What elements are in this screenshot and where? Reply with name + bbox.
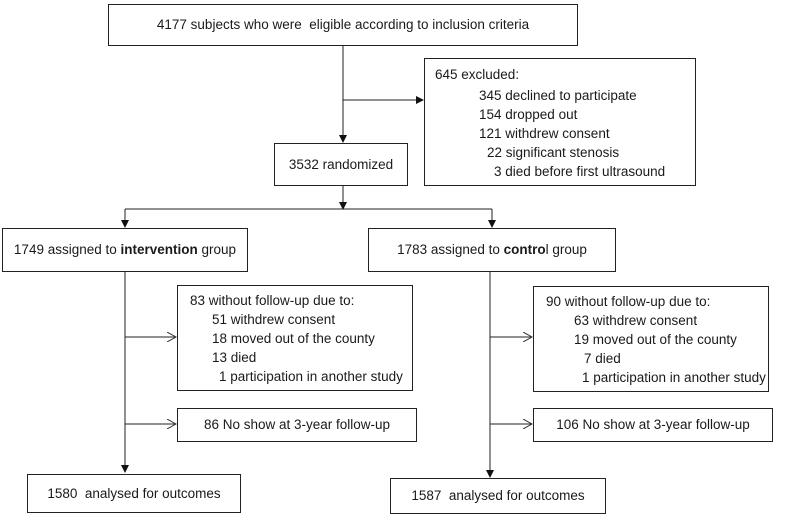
- control-analysed-box: 1587 analysed for outcomes: [390, 478, 606, 514]
- intervention-lost-item: 13 died: [212, 350, 257, 365]
- control-lost-item: 63 withdrew consent: [574, 313, 698, 328]
- randomized-box: 3532 randomized: [274, 143, 408, 186]
- control-assigned-text: 1783 assigned to control group: [397, 241, 587, 259]
- control-assigned-suffix: l group: [545, 242, 587, 257]
- control-lost-item: 7 died: [584, 351, 621, 366]
- intervention-analysed-box: 1580 analysed for outcomes: [27, 474, 241, 513]
- enrolment-box: 4177 subjects who were eligible accordin…: [108, 4, 578, 46]
- intervention-assigned-text: 1749 assigned to intervention group: [14, 241, 236, 259]
- control-noshow-box: 106 No show at 3-year follow-up: [533, 408, 773, 442]
- intervention-assigned-box: 1749 assigned to intervention group: [2, 228, 248, 272]
- excluded-heading: 645 excluded:: [435, 67, 520, 82]
- intervention-analysed-text: 1580 analysed for outcomes: [47, 485, 221, 501]
- control-noshow-text: 106 No show at 3-year follow-up: [556, 417, 750, 432]
- control-lost-heading: 90 without follow-up due to:: [546, 294, 711, 309]
- control-assigned-prefix: 1783 assigned to: [397, 242, 504, 257]
- intervention-lost-heading: 83 without follow-up due to:: [190, 293, 355, 308]
- excluded-item: 22 significant stenosis: [487, 145, 620, 160]
- control-assigned-box: 1783 assigned to control group: [368, 228, 616, 272]
- excluded-item: 345 declined to participate: [479, 88, 637, 103]
- intervention-lost-box: 83 without follow-up due to: 51 withdrew…: [177, 285, 413, 391]
- excluded-item: 154 dropped out: [479, 107, 578, 122]
- randomized-text: 3532 randomized: [288, 156, 394, 172]
- control-lost-item: 19 moved out of the county: [574, 332, 737, 347]
- control-analysed-text: 1587 analysed for outcomes: [411, 488, 585, 503]
- intervention-assigned-bold: intervention: [120, 242, 198, 257]
- intervention-lost-item: 1 participation in another study: [219, 369, 403, 384]
- excluded-item: 3 died before first ultrasound: [494, 164, 666, 179]
- excluded-box: 645 excluded: 345 declined to participat…: [424, 58, 696, 186]
- control-lost-item: 1 participation in another study: [582, 370, 766, 385]
- intervention-lost-item: 18 moved out of the county: [212, 331, 375, 346]
- intervention-lost-item: 51 withdrew consent: [212, 312, 336, 327]
- intervention-assigned-suffix: group: [197, 242, 237, 257]
- intervention-noshow-box: 86 No show at 3-year follow-up: [177, 408, 417, 442]
- excluded-item: 121 withdrew consent: [479, 126, 610, 141]
- intervention-noshow-text: 86 No show at 3-year follow-up: [203, 417, 391, 432]
- control-assigned-bold: contro: [503, 242, 546, 257]
- control-lost-box: 90 without follow-up due to: 63 withdrew…: [533, 286, 769, 392]
- enrolment-text: 4177 subjects who were eligible accordin…: [156, 17, 530, 32]
- intervention-assigned-prefix: 1749 assigned to: [13, 242, 121, 257]
